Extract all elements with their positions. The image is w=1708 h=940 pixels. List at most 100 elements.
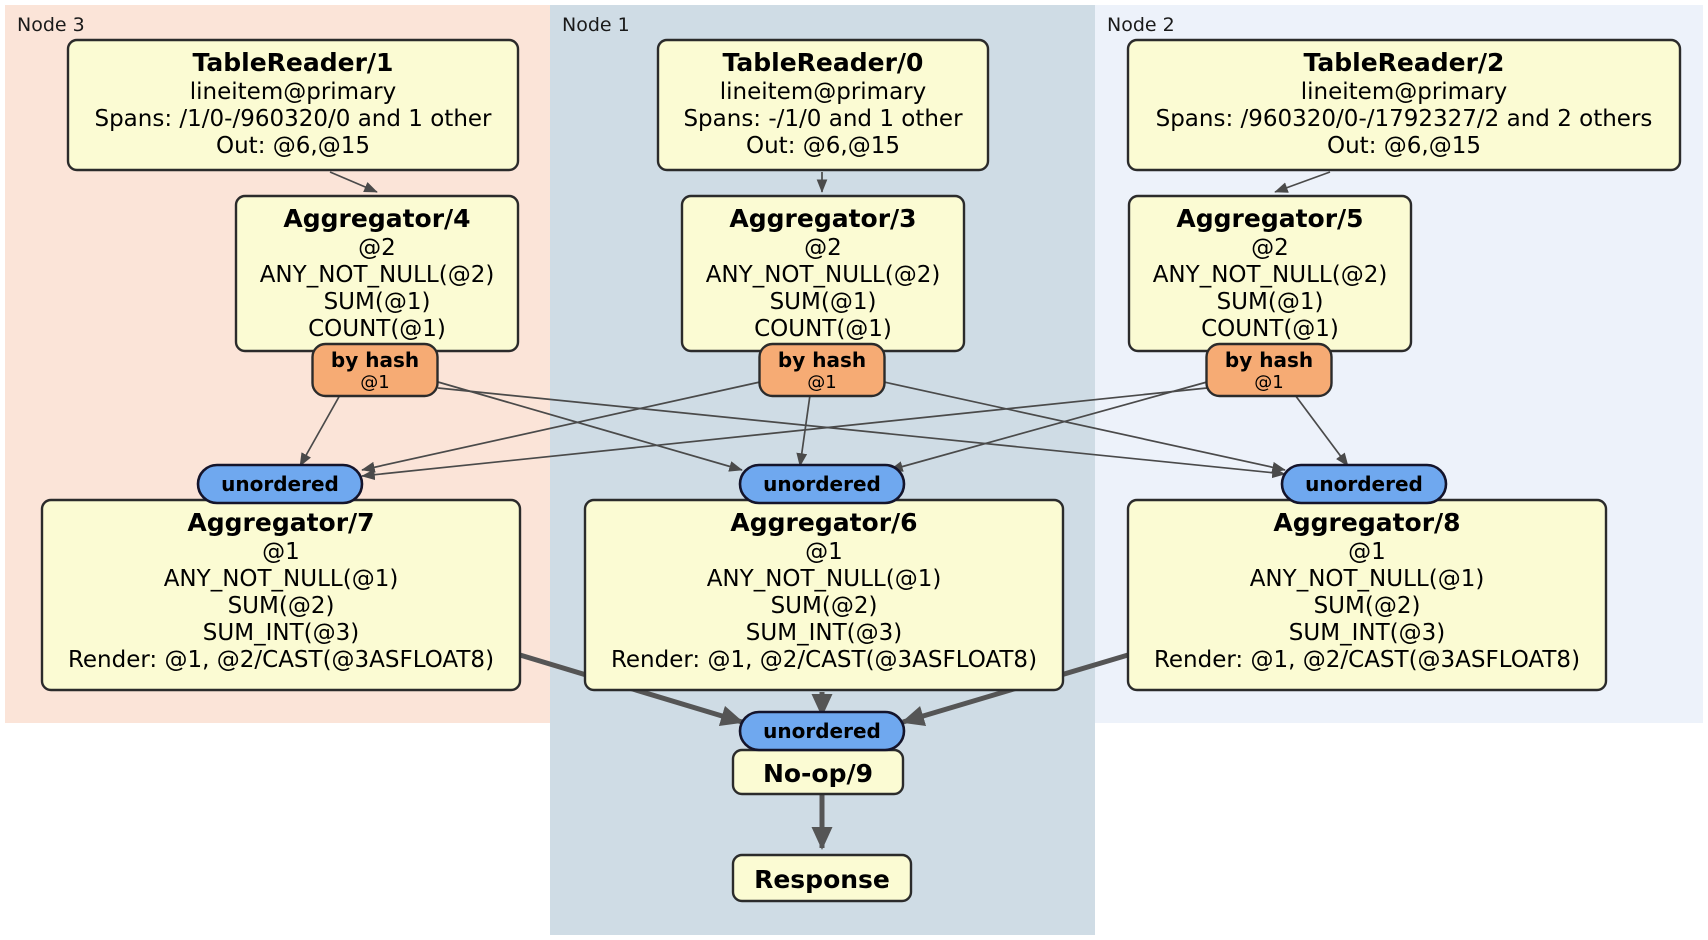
panel-label: Node 2 (1107, 14, 1175, 36)
node-box[interactable] (1126, 38, 1682, 172)
synchronizer-label: unordered (763, 719, 881, 743)
edge-hash3-to-unordered7 (361, 381, 761, 473)
node-detail-line: @1 (805, 539, 843, 565)
panel-label: Node 1 (562, 14, 630, 36)
plan-node-aggregator-3[interactable]: Aggregator/3@2ANY_NOT_NULL(@2)SUM(@1)COU… (680, 194, 966, 353)
node-detail-line: Render: @1, @2/CAST(@3ASFLOAT8) (611, 647, 1037, 673)
node-title: Aggregator/5 (1176, 204, 1363, 233)
plan-node-aggregator-4[interactable]: Aggregator/4@2ANY_NOT_NULL(@2)SUM(@1)COU… (234, 194, 520, 353)
synchronizer-label: unordered (1305, 472, 1423, 496)
plan-node-aggregator-7[interactable]: Aggregator/7@1ANY_NOT_NULL(@1)SUM(@2)SUM… (40, 498, 522, 692)
node-box[interactable] (66, 38, 520, 172)
node-title: No-op/9 (763, 759, 873, 788)
node-detail-line: Spans: /1/0-/960320/0 and 1 other (94, 106, 492, 132)
hash-router-pill[interactable] (758, 342, 886, 398)
node-detail-line: @1 (262, 539, 300, 565)
node-detail-line: SUM(@1) (770, 289, 877, 315)
router-label: by hash (1225, 348, 1313, 372)
edge-hash5-to-unordered8 (1294, 394, 1349, 467)
plan-node-response[interactable]: Response (731, 853, 913, 903)
panel-label: Node 3 (17, 14, 85, 36)
router-by-hash-5[interactable]: by hash@1 (1205, 342, 1333, 398)
edge-hash4-to-unordered8 (437, 387, 1286, 479)
router-by-hash-4[interactable]: by hash@1 (311, 342, 439, 398)
unordered-pill[interactable] (196, 463, 364, 505)
edge-tr1-to-agg4 (329, 171, 378, 193)
edge-hash5-to-unordered6 (889, 381, 1208, 472)
node-title: TableReader/0 (723, 48, 924, 77)
synchronizer-unordered-7[interactable]: unordered (196, 463, 364, 505)
node-detail-line: COUNT(@1) (1201, 316, 1339, 342)
node-detail-line: SUM(@2) (228, 593, 335, 619)
node-detail-line: @2 (358, 235, 396, 261)
node-detail-line: ANY_NOT_NULL(@2) (706, 262, 941, 288)
plan-node-aggregator-8[interactable]: Aggregator/8@1ANY_NOT_NULL(@1)SUM(@2)SUM… (1126, 498, 1608, 692)
node-detail-line: SUM_INT(@3) (203, 620, 359, 646)
node-detail-line: @2 (804, 235, 842, 261)
synchronizer-label: unordered (221, 472, 339, 496)
node-detail-line: SUM(@2) (771, 593, 878, 619)
node-detail-line: @1 (1348, 539, 1386, 565)
router-label: by hash (778, 348, 866, 372)
plan-node-aggregator-6[interactable]: Aggregator/6@1ANY_NOT_NULL(@1)SUM(@2)SUM… (583, 498, 1065, 692)
hash-router-pill[interactable] (311, 342, 439, 398)
edge-hash5-to-unordered7 (361, 387, 1208, 481)
node-detail-line: Render: @1, @2/CAST(@3ASFLOAT8) (68, 647, 494, 673)
node-detail-line: Render: @1, @2/CAST(@3ASFLOAT8) (1154, 647, 1580, 673)
hash-router-pill[interactable] (1205, 342, 1333, 398)
synchronizer-label: unordered (763, 472, 881, 496)
node-title: Aggregator/4 (283, 204, 470, 233)
node-detail-line: ANY_NOT_NULL(@2) (260, 262, 495, 288)
node-title: Aggregator/3 (729, 204, 916, 233)
unordered-pill[interactable] (738, 463, 906, 505)
unordered-pill[interactable] (1280, 463, 1448, 505)
node-detail-line: Spans: -/1/0 and 1 other (683, 106, 963, 132)
node-detail-line: SUM(@2) (1314, 593, 1421, 619)
node-detail-line: SUM(@1) (324, 289, 431, 315)
node-detail-line: SUM(@1) (1217, 289, 1324, 315)
node-title: Aggregator/8 (1273, 508, 1460, 537)
router-label: by hash (331, 348, 419, 372)
node-detail-line: ANY_NOT_NULL(@1) (1250, 566, 1485, 592)
node-detail-line: Spans: /960320/0-/1792327/2 and 2 others (1156, 106, 1653, 132)
node-detail-line: COUNT(@1) (754, 316, 892, 342)
router-column: @1 (1254, 372, 1283, 393)
synchronizer-unordered-8[interactable]: unordered (1280, 463, 1448, 505)
edge-hash4-to-unordered6 (437, 381, 743, 472)
node-detail-line: COUNT(@1) (308, 316, 446, 342)
node-box[interactable] (656, 38, 990, 172)
node-detail-line: lineitem@primary (1301, 79, 1507, 105)
edge-hash4-to-unordered7 (299, 394, 341, 467)
edge-hash3-to-unordered8 (883, 381, 1286, 473)
node-detail-line: Out: @6,@15 (216, 133, 370, 159)
node-title: Aggregator/7 (187, 508, 374, 537)
node-title: Response (754, 865, 890, 894)
node-detail-line: ANY_NOT_NULL(@1) (164, 566, 399, 592)
node-title: TableReader/2 (1304, 48, 1505, 77)
node-detail-line: SUM_INT(@3) (746, 620, 902, 646)
node-box[interactable] (731, 853, 913, 903)
node-detail-line: @2 (1251, 235, 1289, 261)
node-detail-line: SUM_INT(@3) (1289, 620, 1445, 646)
router-column: @1 (360, 372, 389, 393)
node-detail-line: ANY_NOT_NULL(@2) (1153, 262, 1388, 288)
node-detail-line: lineitem@primary (190, 79, 396, 105)
router-by-hash-3[interactable]: by hash@1 (758, 342, 886, 398)
node-detail-line: lineitem@primary (720, 79, 926, 105)
unordered-pill[interactable] (738, 710, 906, 752)
synchronizer-unordered-6[interactable]: unordered (738, 463, 906, 505)
node-detail-line: ANY_NOT_NULL(@1) (707, 566, 942, 592)
router-column: @1 (807, 372, 836, 393)
plan-node-no-op-9[interactable]: No-op/9 (731, 748, 905, 796)
synchronizer-unordered-9[interactable]: unordered (738, 710, 906, 752)
node-detail-line: Out: @6,@15 (1327, 133, 1481, 159)
node-title: TableReader/1 (193, 48, 394, 77)
edge-tr2-to-agg5 (1274, 171, 1331, 193)
plan-node-aggregator-5[interactable]: Aggregator/5@2ANY_NOT_NULL(@2)SUM(@1)COU… (1127, 194, 1413, 353)
